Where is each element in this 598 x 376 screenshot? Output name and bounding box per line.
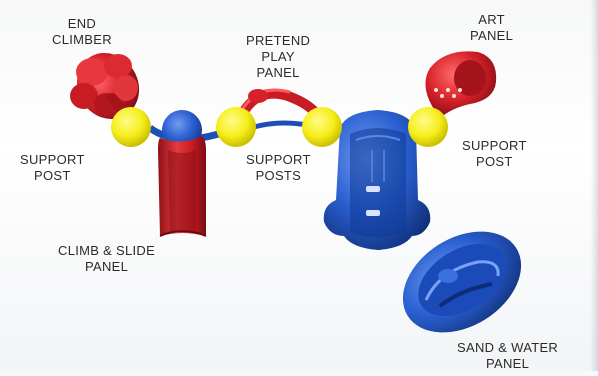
climb-slide-panel [158,136,206,236]
label-end-climber: END CLIMBER [52,16,112,48]
label-climb-slide-panel: CLIMB & SLIDE PANEL [58,243,155,275]
support-post-4 [408,107,448,147]
label-art-panel: ART PANEL [470,12,513,44]
support-post-3 [302,107,342,147]
support-post-2 [216,107,256,147]
frame-edge [590,0,598,371]
label-support-post-right: SUPPORT POST [462,138,527,170]
label-sand-water-panel: SAND & WATER PANEL [457,340,558,372]
label-support-post-left: SUPPORT POST [20,152,85,184]
label-support-posts: SUPPORT POSTS [246,152,311,184]
pretend-play-panel [240,89,318,118]
label-pretend-play-panel: PRETEND PLAY PANEL [246,33,310,81]
support-post-1 [111,107,151,147]
art-panel [425,51,496,118]
